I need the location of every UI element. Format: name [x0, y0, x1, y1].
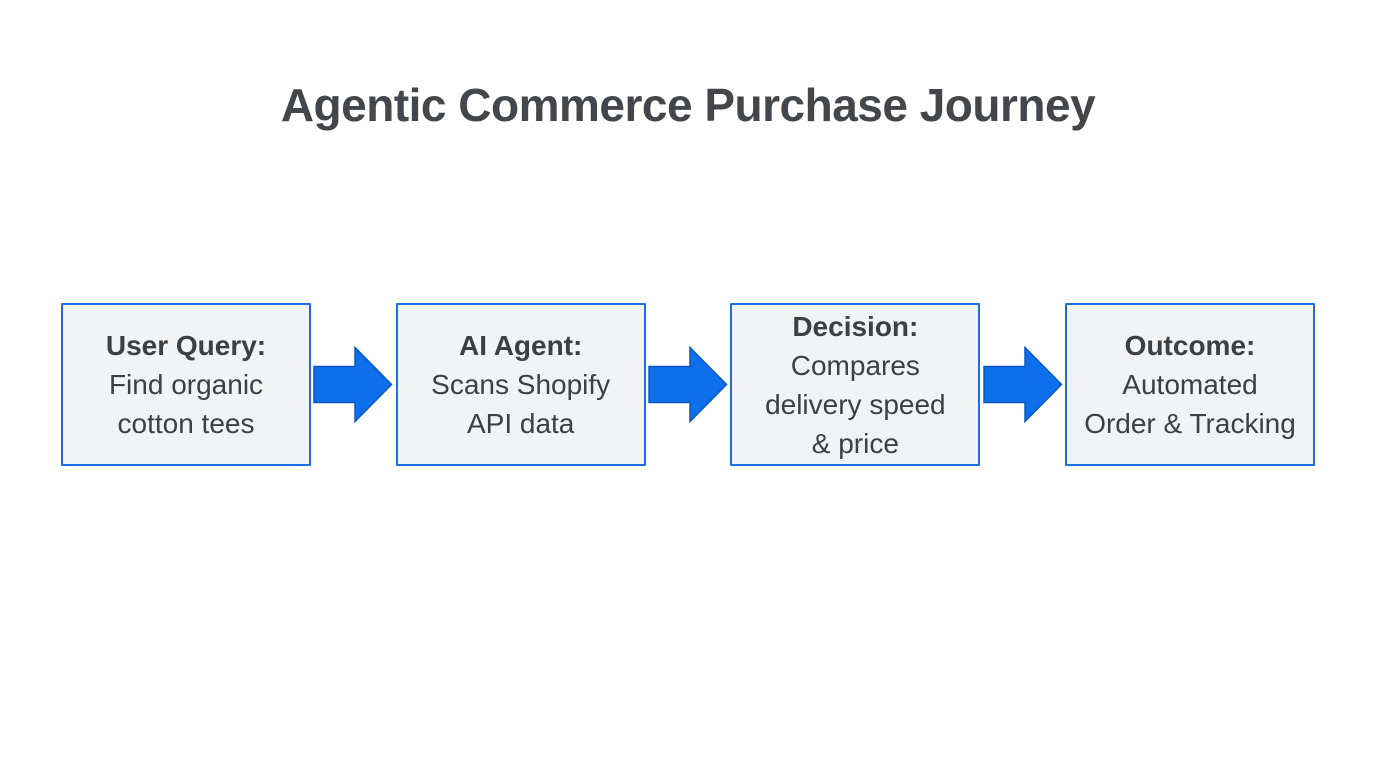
- flow-connector: [980, 303, 1065, 466]
- step-body: Find organic cotton tees: [108, 369, 264, 439]
- step-heading: AI Agent:: [458, 330, 583, 361]
- arrow-right-icon: [648, 346, 728, 423]
- arrow-right-icon: [982, 346, 1063, 423]
- flow-step-outcome: Outcome: Automated Order & Tracking: [1065, 303, 1316, 466]
- step-heading: User Query:: [105, 330, 267, 361]
- step-body: Scans Shopify API data: [431, 369, 611, 439]
- flow-step-decision: Decision: Compares delivery speed & pric…: [730, 303, 981, 466]
- flow-connector: [311, 303, 396, 466]
- step-heading: Decision:: [792, 310, 919, 342]
- flow-row: User Query: Find organic cotton tees AI …: [61, 303, 1316, 466]
- step-heading: Outcome:: [1124, 330, 1256, 361]
- step-body: Compares delivery speed & price: [765, 349, 946, 459]
- step-body: Automated Order & Tracking: [1084, 369, 1296, 439]
- flow-connector: [646, 303, 731, 466]
- page-title: Agentic Commerce Purchase Journey: [280, 79, 1096, 131]
- arrow-right-icon: [313, 346, 393, 423]
- flow-step-user-query: User Query: Find organic cotton tees: [61, 303, 311, 466]
- flow-step-ai-agent: AI Agent: Scans Shopify API data: [395, 303, 646, 466]
